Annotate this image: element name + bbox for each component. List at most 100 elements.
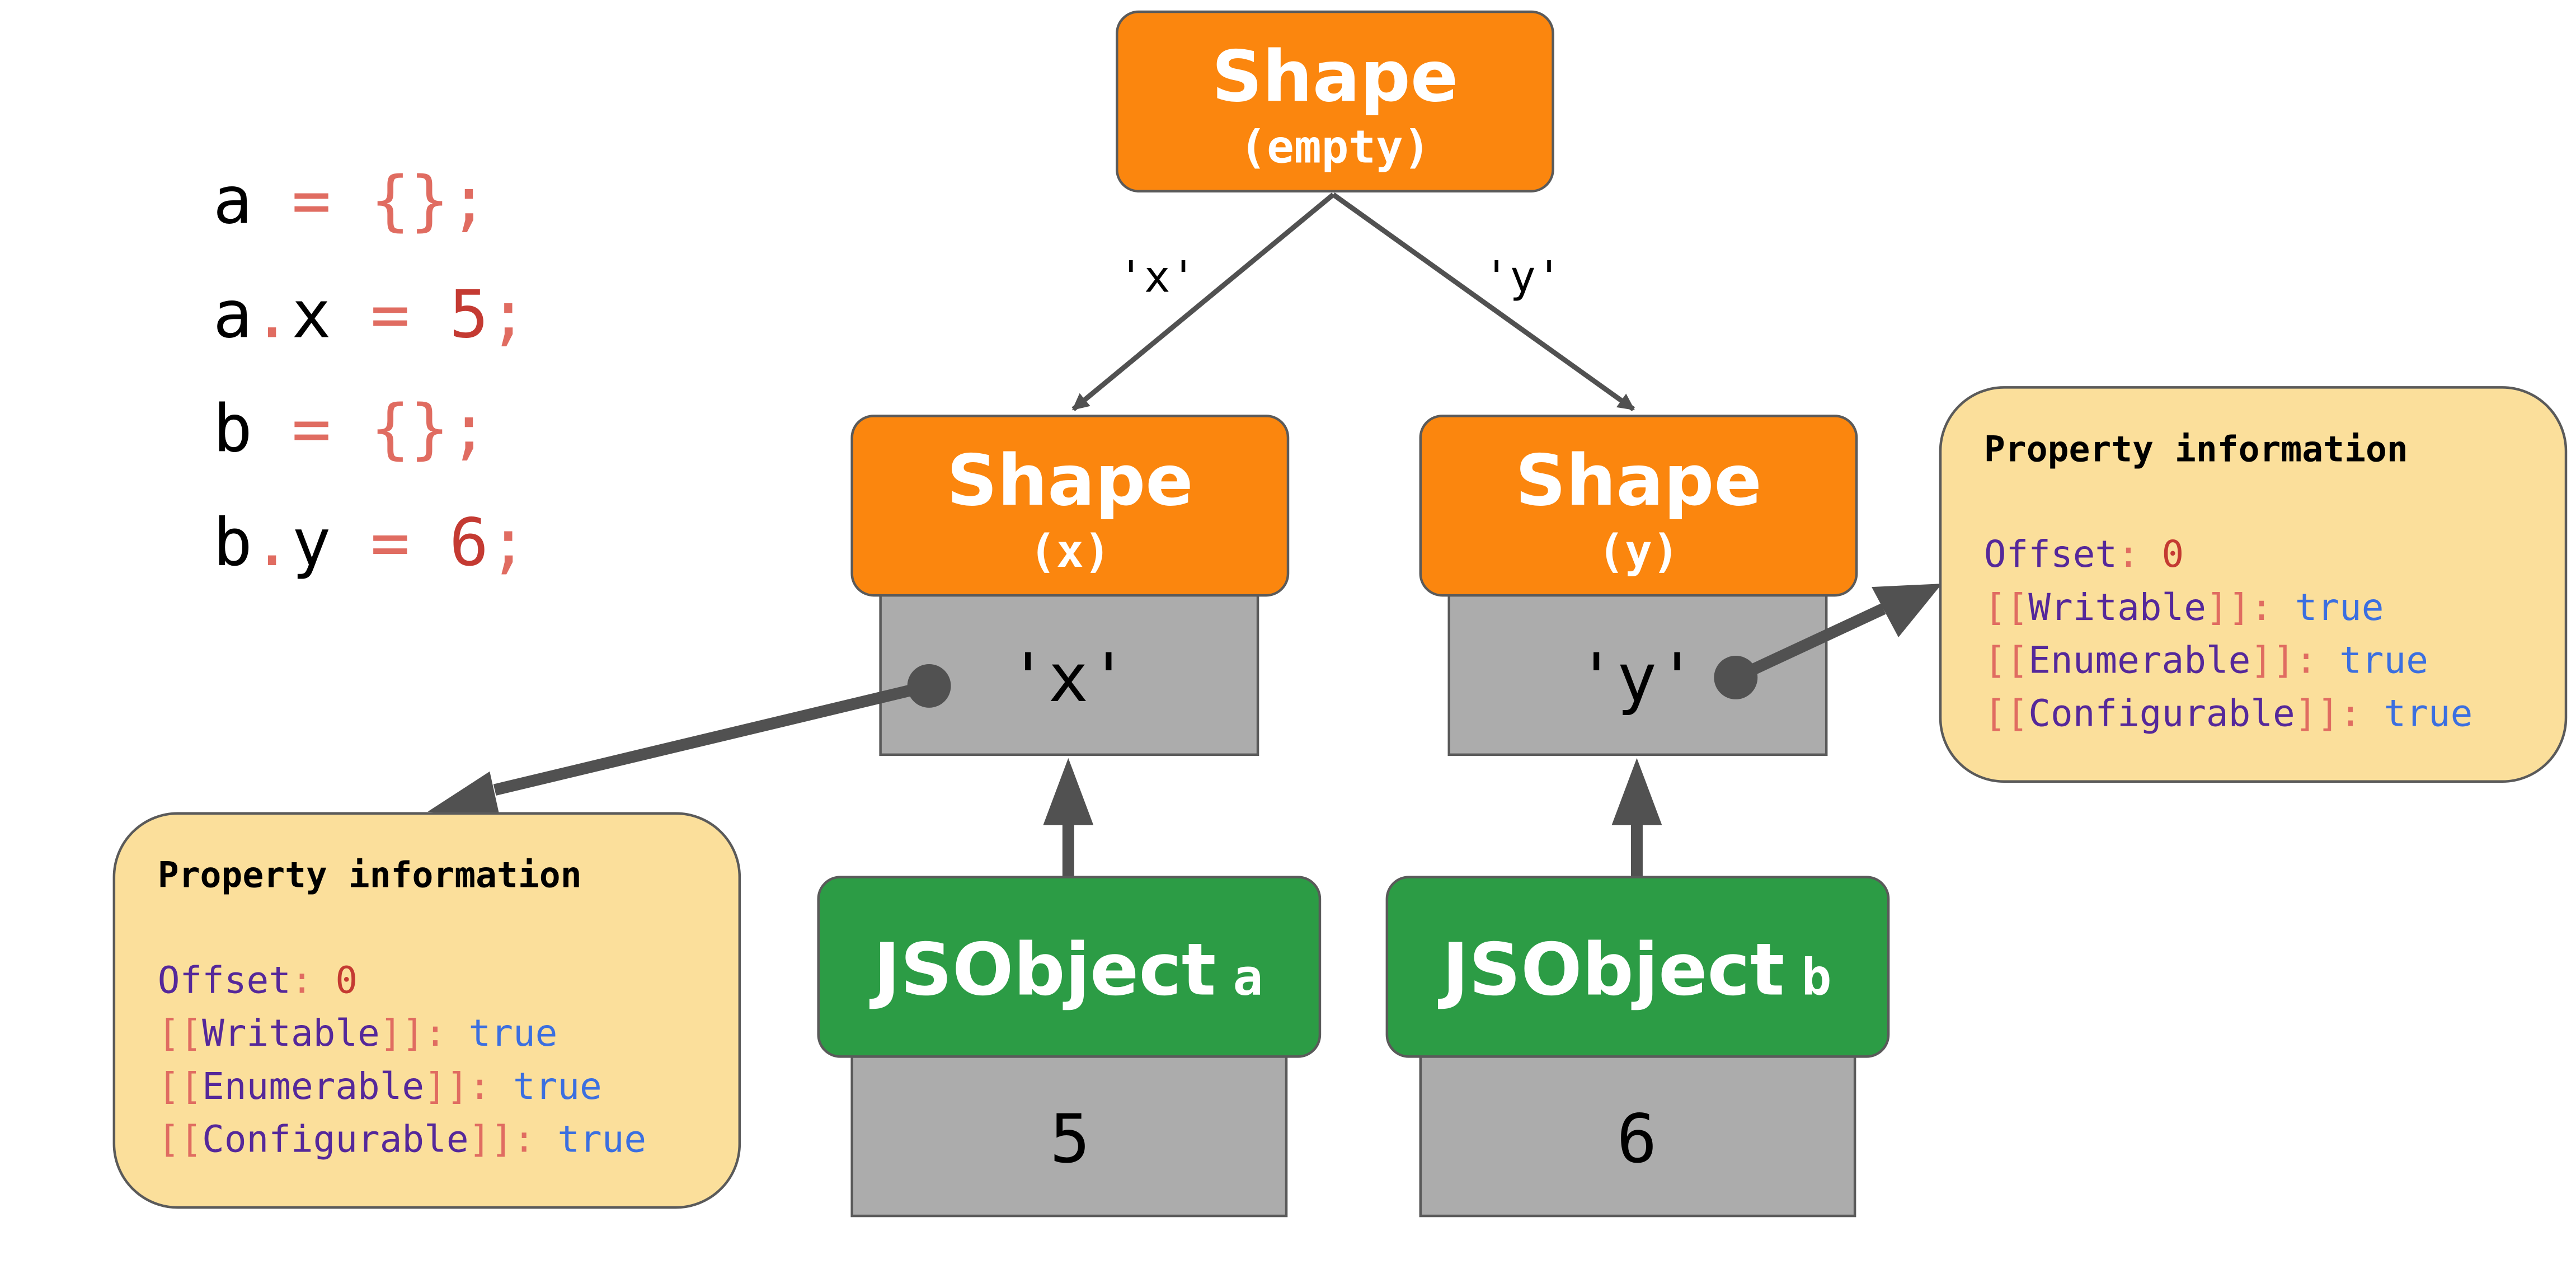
code-token: b	[213, 391, 252, 467]
jsobject-a-box	[817, 876, 1322, 1058]
code-token: =	[331, 276, 449, 352]
jsobject-a-label: JSObject	[869, 928, 1216, 1012]
code-line-4: b.y = 6;	[213, 505, 528, 581]
property-pointers	[427, 584, 1942, 817]
code-token: ;	[449, 391, 488, 467]
jsobject-b-label: JSObject	[1437, 928, 1784, 1012]
property-attribute-sep: :	[424, 1012, 468, 1055]
shape-root: Shape (empty)	[1116, 10, 1554, 192]
property-offset-sep: :	[2117, 533, 2161, 576]
code-listing: a = {}; a.x = 5; b = {}; b.y = 6;	[213, 163, 528, 581]
shape-y-property-slot	[1447, 592, 1828, 756]
transition-edge-x	[1071, 192, 1335, 411]
property-attribute-sep: :	[469, 1065, 513, 1108]
property-close-bracket: ]]	[2295, 692, 2339, 735]
property-attribute-sep: :	[2339, 692, 2384, 735]
property-attribute-line: [[Configurable]]: true	[158, 1118, 646, 1161]
property-attribute-sep: :	[2250, 586, 2295, 629]
shape-x-title: Shape	[947, 439, 1193, 521]
code-token: ;	[488, 505, 528, 581]
transition-label-x: 'x'	[1118, 252, 1197, 303]
pointer-x-line	[493, 680, 930, 796]
code-token: a	[213, 163, 252, 239]
property-close-bracket: ]]	[2250, 639, 2295, 682]
code-token: 6	[449, 505, 488, 581]
property-attribute-key: Enumerable	[202, 1065, 424, 1108]
property-offset-key: Offset	[1984, 533, 2117, 576]
property-attribute-key: Enumerable	[2028, 639, 2250, 682]
shape-root-title: Shape	[1212, 35, 1459, 117]
property-attribute-line: [[Writable]]: true	[1984, 586, 2384, 629]
jsobject-b-value-slot	[1419, 1055, 1856, 1218]
property-info-x-lines: Offset: 0[[Writable]]: true[[Enumerable]…	[158, 958, 646, 1160]
code-token: {}	[370, 391, 449, 467]
transition-edges: 'x' 'y'	[1071, 192, 1635, 412]
code-token: ;	[488, 276, 528, 352]
property-close-bracket: ]]	[2206, 586, 2250, 629]
property-info-y-box	[1939, 386, 2568, 783]
code-token: b	[213, 505, 252, 581]
jsobject-b-name: b	[1801, 948, 1831, 1007]
property-close-bracket: ]]	[380, 1012, 424, 1055]
property-open-bracket: [[	[1984, 586, 2028, 629]
property-open-bracket: [[	[1984, 692, 2028, 735]
jsobject-b-box	[1385, 876, 1890, 1058]
code-token: .	[252, 276, 292, 352]
map-pointer-b-arrowhead	[1611, 758, 1662, 825]
property-info-x-box	[112, 812, 741, 1209]
jsobject-a-value-slot	[850, 1055, 1288, 1218]
code-line-2: a.x = 5;	[213, 276, 528, 352]
shape-y: Shape (y) 'y'	[1419, 415, 1858, 756]
property-offset-value: 0	[335, 958, 358, 1002]
code-line-1: a = {};	[213, 163, 489, 239]
shape-x-box	[850, 415, 1290, 597]
property-close-bracket: ]]	[469, 1118, 513, 1161]
code-token: x	[292, 276, 331, 352]
jsobject-b-header: JSObject b	[1437, 928, 1831, 1012]
code-token: a	[213, 276, 252, 352]
property-info-y-lines: Offset: 0[[Writable]]: true[[Enumerable]…	[1984, 533, 2472, 735]
property-open-bracket: [[	[158, 1065, 202, 1108]
property-attribute-line: [[Enumerable]]: true	[1984, 639, 2428, 682]
property-close-bracket: ]]	[424, 1065, 468, 1108]
shape-root-subtitle: (empty)	[1239, 121, 1430, 174]
property-info-x: Property information Offset: 0[[Writable…	[112, 812, 741, 1209]
property-attribute-value: true	[2339, 639, 2428, 682]
property-offset-line: Offset: 0	[158, 958, 358, 1002]
pointer-y-arrowhead	[1872, 584, 1942, 638]
shape-y-subtitle: (y)	[1597, 525, 1679, 578]
property-offset-key: Offset	[158, 958, 291, 1002]
jsobject-b: JSObject b 6	[1385, 876, 1890, 1218]
property-info-y-title: Property information	[1984, 429, 2408, 469]
pointer-y-line	[1733, 603, 1886, 683]
property-attribute-line: [[Configurable]]: true	[1984, 692, 2472, 735]
property-offset-value: 0	[2162, 533, 2184, 576]
jsobject-b-value: 6	[1616, 1101, 1657, 1178]
shape-y-title: Shape	[1515, 439, 1762, 521]
code-token: 5	[449, 276, 488, 352]
property-attribute-value: true	[2384, 692, 2473, 735]
property-open-bracket: [[	[1984, 639, 2028, 682]
shape-root-box	[1116, 10, 1554, 192]
transition-label-y: 'y'	[1483, 252, 1562, 303]
property-attribute-line: [[Writable]]: true	[158, 1012, 558, 1055]
code-token: =	[252, 163, 370, 239]
shape-x-subtitle: (x)	[1029, 525, 1111, 578]
code-token: ;	[449, 163, 488, 239]
property-offset-sep: :	[291, 958, 335, 1002]
property-attribute-key: Configurable	[2028, 692, 2295, 735]
shape-y-property-key: 'y'	[1576, 640, 1698, 717]
property-attribute-key: Writable	[202, 1012, 380, 1055]
property-offset-line: Offset: 0	[1984, 533, 2184, 576]
property-open-bracket: [[	[158, 1012, 202, 1055]
shape-y-box	[1419, 415, 1858, 597]
shape-x-property-key: 'x'	[1008, 640, 1129, 717]
jsobject-a-value: 5	[1050, 1101, 1090, 1178]
code-token: =	[252, 391, 370, 467]
map-pointers	[1043, 758, 1662, 877]
transition-edge-y	[1332, 192, 1635, 412]
jsobject-a: JSObject a 5	[817, 876, 1322, 1218]
jsobject-a-header: JSObject a	[869, 928, 1263, 1012]
